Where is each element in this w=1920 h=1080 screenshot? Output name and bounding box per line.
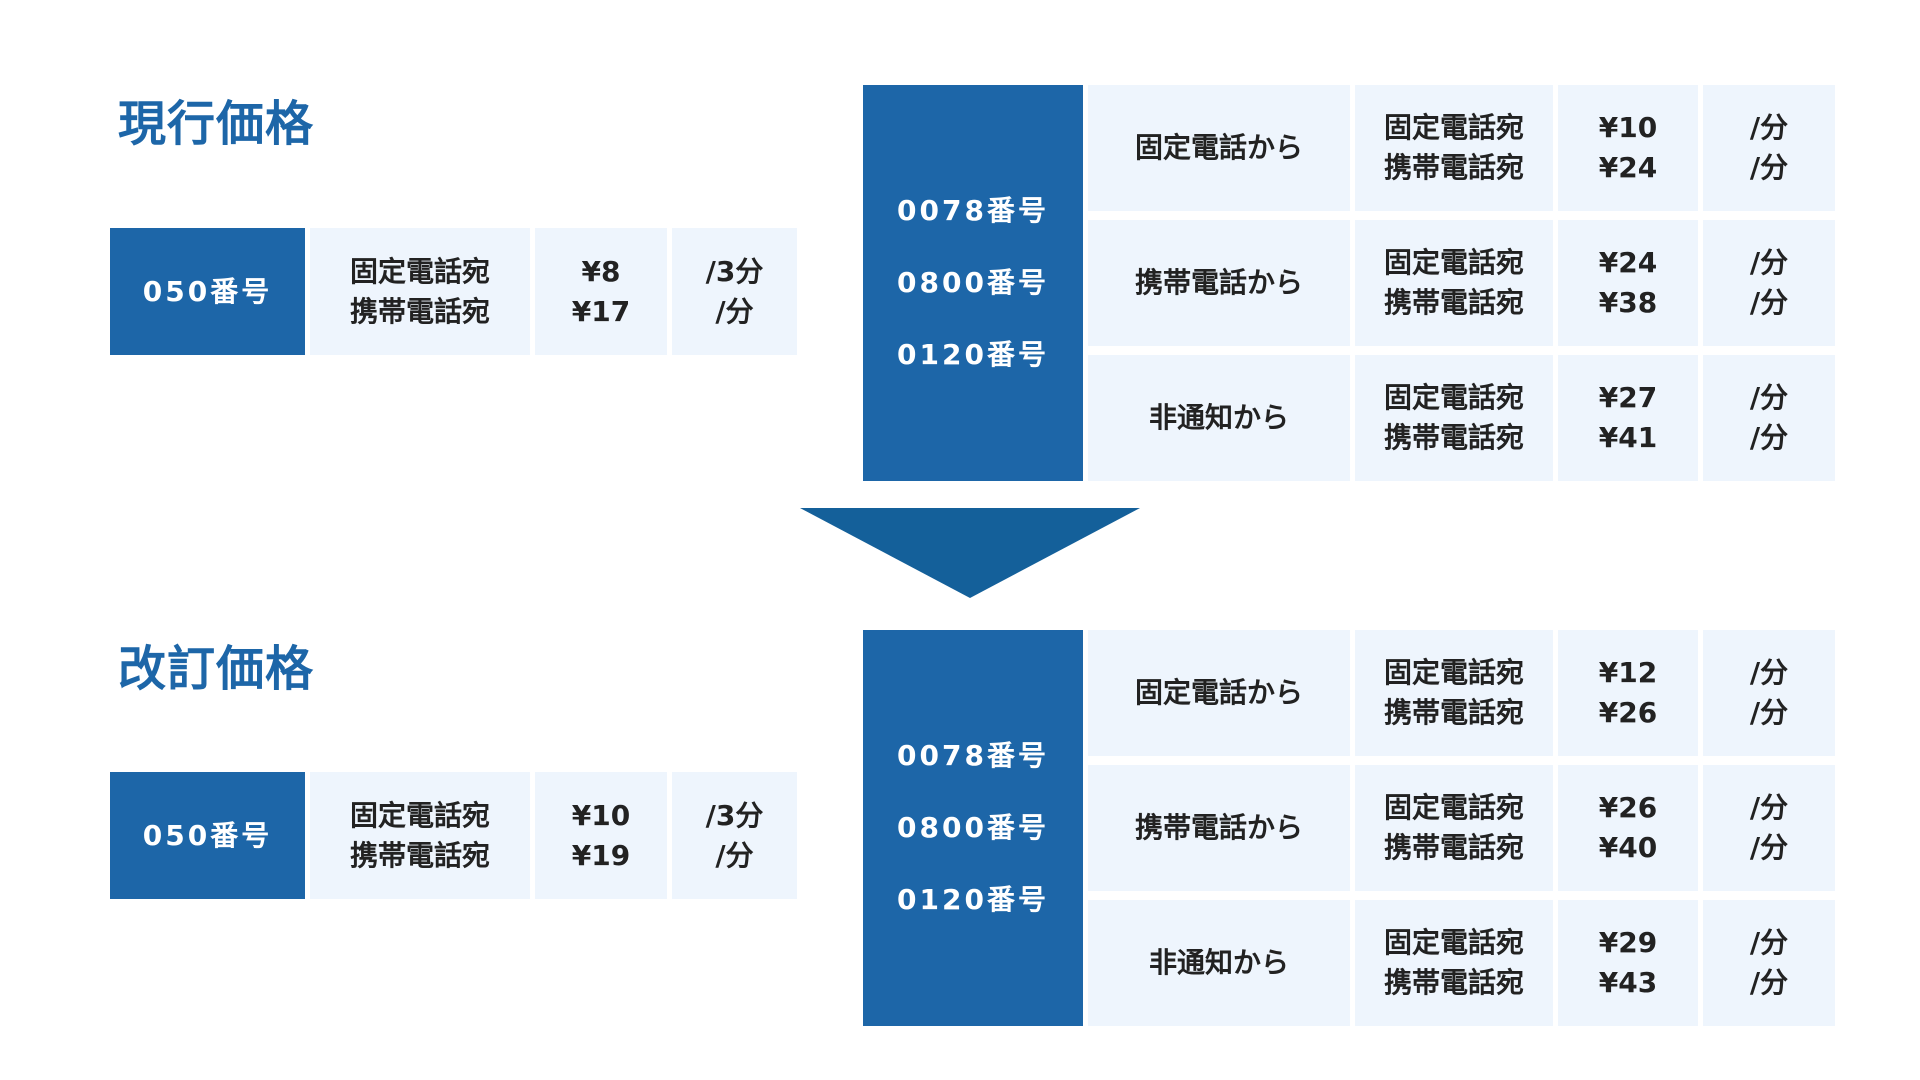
current-price-title: 現行価格 [118, 96, 315, 152]
current-row-price-fixed: ¥27 [1598, 381, 1658, 414]
revised-row-unit-mobile: /分 [1749, 696, 1789, 729]
current-number-0078: 0078番号 [897, 194, 1049, 227]
revised-050-price-fixed: ¥10 [571, 798, 631, 832]
revised-050-unit-mobile: /分 [715, 838, 754, 872]
current-row-dests: 固定電話宛 携帯電話宛 [1355, 85, 1553, 211]
revised-050-unit-cell: /3分 /分 [672, 772, 797, 899]
current-row-dest-mobile: 携帯電話宛 [1383, 151, 1524, 184]
current-050-dest-cell: 固定電話宛 携帯電話宛 [310, 228, 530, 355]
revised-050-dest-cell: 固定電話宛 携帯電話宛 [310, 772, 530, 899]
current-row-units: /分 /分 [1703, 220, 1835, 346]
current-row-from: 携帯電話から [1088, 220, 1350, 346]
revised-row-unit-fixed: /分 [1749, 791, 1789, 824]
revised-row-dest-mobile: 携帯電話宛 [1383, 966, 1524, 999]
current-050-dest-fixed: 固定電話宛 [349, 254, 490, 288]
current-freedial-numbers: 0078番号 0800番号 0120番号 [863, 85, 1083, 481]
current-row-price-fixed: ¥10 [1598, 111, 1658, 144]
current-row-dest-fixed: 固定電話宛 [1383, 111, 1524, 144]
current-050-price-mobile: ¥17 [571, 294, 631, 328]
current-row-units: /分 /分 [1703, 85, 1835, 211]
current-050-unit-cell: /3分 /分 [672, 228, 797, 355]
current-row-prices: ¥10 ¥24 [1558, 85, 1698, 211]
revised-050-price-mobile: ¥19 [571, 838, 631, 872]
current-050-label: 050番号 [110, 228, 305, 355]
revised-price-title: 改訂価格 [118, 641, 315, 697]
revised-row-units: /分 /分 [1703, 630, 1835, 756]
current-row-price-mobile: ¥24 [1598, 151, 1658, 184]
current-row-dest-fixed: 固定電話宛 [1383, 246, 1524, 279]
revised-row-units: /分 /分 [1703, 765, 1835, 891]
current-row-prices: ¥27 ¥41 [1558, 355, 1698, 481]
revised-050-label: 050番号 [110, 772, 305, 899]
current-row-units: /分 /分 [1703, 355, 1835, 481]
revised-row-dest-mobile: 携帯電話宛 [1383, 831, 1524, 864]
current-row-unit-fixed: /分 [1749, 246, 1789, 279]
revised-row-prices: ¥29 ¥43 [1558, 900, 1698, 1026]
revised-row-unit-mobile: /分 [1749, 966, 1789, 999]
current-050-unit-fixed: /3分 [705, 254, 764, 288]
revised-050-unit-fixed: /3分 [705, 798, 764, 832]
revised-row-unit-mobile: /分 [1749, 831, 1789, 864]
current-050-dest-mobile: 携帯電話宛 [349, 294, 490, 328]
revised-row-from: 非通知から [1088, 900, 1350, 1026]
revised-050-dest-mobile: 携帯電話宛 [349, 838, 490, 872]
current-row-from: 非通知から [1088, 355, 1350, 481]
current-050-unit-mobile: /分 [715, 294, 754, 328]
current-row-dests: 固定電話宛 携帯電話宛 [1355, 220, 1553, 346]
revised-row-dest-fixed: 固定電話宛 [1383, 656, 1524, 689]
current-row-dest-fixed: 固定電話宛 [1383, 381, 1524, 414]
current-row-from: 固定電話から [1088, 85, 1350, 211]
revised-row-dest-fixed: 固定電話宛 [1383, 791, 1524, 824]
revised-row-prices: ¥12 ¥26 [1558, 630, 1698, 756]
revised-row-units: /分 /分 [1703, 900, 1835, 1026]
current-050-price-fixed: ¥8 [581, 254, 621, 288]
revised-row-dests: 固定電話宛 携帯電話宛 [1355, 630, 1553, 756]
current-row-unit-fixed: /分 [1749, 381, 1789, 414]
revised-row-unit-fixed: /分 [1749, 656, 1789, 689]
current-row-unit-mobile: /分 [1749, 421, 1789, 454]
revised-row-from: 固定電話から [1088, 630, 1350, 756]
revised-row-from: 携帯電話から [1088, 765, 1350, 891]
revised-freedial-numbers: 0078番号 0800番号 0120番号 [863, 630, 1083, 1026]
current-050-price-cell: ¥8 ¥17 [535, 228, 667, 355]
revised-row-dest-fixed: 固定電話宛 [1383, 926, 1524, 959]
revised-050-price-cell: ¥10 ¥19 [535, 772, 667, 899]
revised-row-prices: ¥26 ¥40 [1558, 765, 1698, 891]
revised-row-price-fixed: ¥26 [1598, 791, 1658, 824]
revised-number-0800: 0800番号 [897, 811, 1049, 844]
current-row-unit-mobile: /分 [1749, 151, 1789, 184]
revised-row-dest-mobile: 携帯電話宛 [1383, 696, 1524, 729]
revised-row-price-mobile: ¥26 [1598, 696, 1658, 729]
revised-row-dests: 固定電話宛 携帯電話宛 [1355, 900, 1553, 1026]
down-arrow-icon [800, 508, 1140, 598]
current-row-prices: ¥24 ¥38 [1558, 220, 1698, 346]
current-row-unit-fixed: /分 [1749, 111, 1789, 144]
current-number-0800: 0800番号 [897, 266, 1049, 299]
revised-row-dests: 固定電話宛 携帯電話宛 [1355, 765, 1553, 891]
revised-row-price-fixed: ¥29 [1598, 926, 1658, 959]
revised-row-price-fixed: ¥12 [1598, 656, 1658, 689]
current-row-price-mobile: ¥41 [1598, 421, 1658, 454]
current-number-0120: 0120番号 [897, 338, 1049, 371]
revised-row-unit-fixed: /分 [1749, 926, 1789, 959]
revised-number-0078: 0078番号 [897, 739, 1049, 772]
revised-number-0120: 0120番号 [897, 883, 1049, 916]
current-row-dest-mobile: 携帯電話宛 [1383, 421, 1524, 454]
current-row-price-mobile: ¥38 [1598, 286, 1658, 319]
revised-row-price-mobile: ¥43 [1598, 966, 1658, 999]
current-row-unit-mobile: /分 [1749, 286, 1789, 319]
revised-050-dest-fixed: 固定電話宛 [349, 798, 490, 832]
current-row-dest-mobile: 携帯電話宛 [1383, 286, 1524, 319]
current-row-price-fixed: ¥24 [1598, 246, 1658, 279]
current-row-dests: 固定電話宛 携帯電話宛 [1355, 355, 1553, 481]
revised-row-price-mobile: ¥40 [1598, 831, 1658, 864]
